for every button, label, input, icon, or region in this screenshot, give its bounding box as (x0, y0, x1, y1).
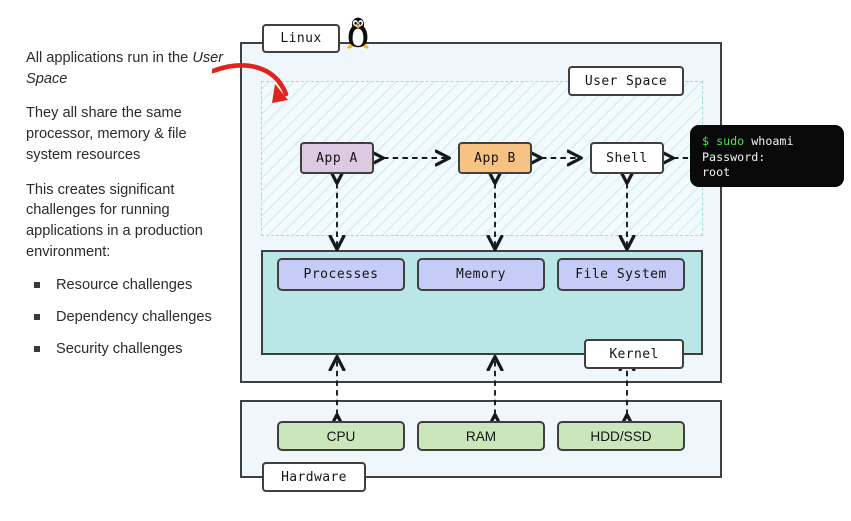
node-hdd-ssd: HDD/SSD (557, 421, 685, 451)
terminal-prompt: $ sudo (702, 134, 745, 148)
explanatory-text: All applications run in the User Space T… (26, 48, 226, 372)
paragraph-3: This creates significant challenges for … (26, 181, 203, 260)
paragraph-1: All applications run in the User Space (26, 48, 226, 89)
terminal-window: $ sudo whoami Password: root (690, 125, 844, 187)
paragraph-2: They all share the same processor, memor… (26, 105, 187, 163)
list-item-label: Security challenges (56, 341, 183, 358)
node-file-system: File System (557, 258, 685, 291)
node-app-b: App B (458, 142, 532, 174)
node-processes: Processes (277, 258, 405, 291)
node-ram: RAM (417, 421, 545, 451)
kernel-label: Kernel (584, 339, 684, 369)
node-shell: Shell (590, 142, 664, 174)
bullet-square-icon (34, 282, 40, 289)
bullet-square-icon (34, 314, 40, 321)
node-app-a: App A (300, 142, 374, 174)
list-item-label: Dependency challenges (56, 309, 212, 326)
bullet-square-icon (34, 346, 40, 353)
node-memory: Memory (417, 258, 545, 291)
terminal-command: whoami (744, 134, 794, 148)
user-space-label: User Space (568, 66, 684, 96)
challenge-list: Resource challenges Dependency challenge… (26, 276, 226, 359)
terminal-line-3: root (702, 165, 731, 180)
node-cpu: CPU (277, 421, 405, 451)
list-item-label: Resource challenges (56, 277, 193, 294)
terminal-line-2: Password: (702, 149, 766, 164)
list-item: Resource challenges (26, 276, 226, 295)
paragraph-1-emphasis: User Space (26, 50, 224, 87)
paragraph-1-lead: All applications run in the (26, 50, 193, 66)
red-curved-arrow-icon (212, 63, 289, 103)
tux-penguin-icon (347, 17, 369, 49)
list-item: Dependency challenges (26, 308, 226, 327)
list-item: Security challenges (26, 340, 226, 359)
hardware-label: Hardware (262, 462, 366, 492)
terminal-line-1: $ sudo whoami (702, 134, 844, 150)
linux-label: Linux (262, 24, 340, 53)
